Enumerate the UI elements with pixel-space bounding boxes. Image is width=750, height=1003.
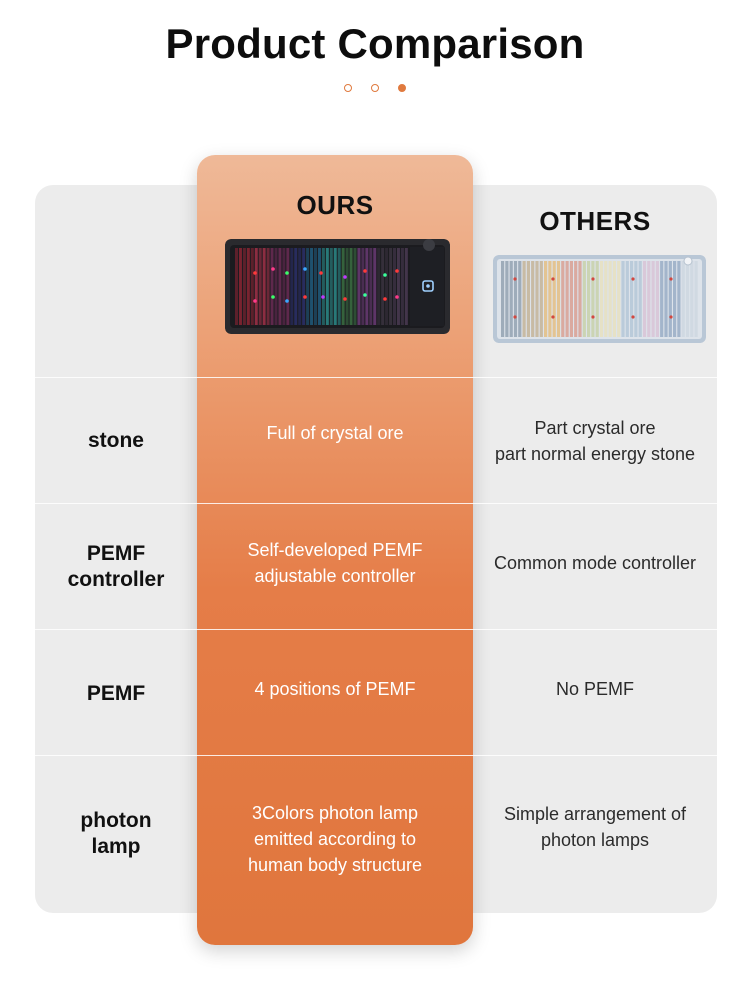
ours-cell-pemf: 4 positions of PEMF [254,679,416,699]
row-label-stone: stone [87,428,144,452]
ours-header: OURS [296,190,374,220]
carousel-dot[interactable] [344,84,352,92]
ours-mat-image [225,239,450,334]
row-divider [35,377,717,378]
others-header: OTHERS [539,206,651,236]
others-cell-pemf-controller: Common mode controller [493,553,697,573]
ours-cell-stone: Full of crystal ore [266,423,404,443]
carousel-dot[interactable] [371,84,379,92]
carousel-dot-active[interactable] [398,84,406,92]
page-title: Product Comparison [165,20,585,67]
row-divider [35,755,717,756]
carousel-dots [0,84,750,92]
others-cell-pemf: No PEMF [555,679,634,699]
others-mat-image [493,255,706,343]
row-label-pemf: PEMF [86,682,146,705]
row-divider [35,503,717,504]
row-divider [35,629,717,630]
